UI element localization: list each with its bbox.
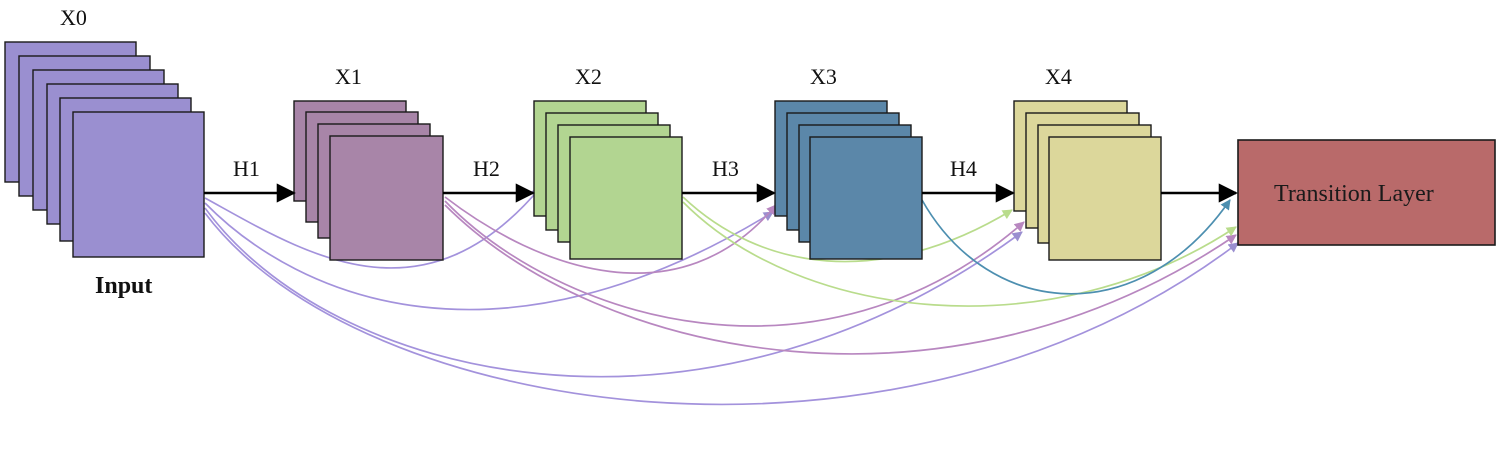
label-x3: X3 [810, 64, 837, 89]
label-h3: H3 [712, 156, 739, 181]
stack-x1 [293, 100, 444, 261]
label-h2: H2 [473, 156, 500, 181]
skip-x0-to-x3 [204, 202, 774, 311]
skip-x0-to-x4 [204, 207, 1023, 378]
skip-x0-to-x2 [204, 187, 541, 269]
stack-x2 [533, 100, 683, 260]
skip-x2-to-x4 [682, 196, 1013, 263]
transition-layer-box [1237, 139, 1496, 246]
label-h1: H1 [233, 156, 260, 181]
transition-layer-label: Transition Layer [1274, 181, 1434, 207]
label-x4: X4 [1045, 64, 1072, 89]
skip-connections [204, 187, 1239, 406]
skip-x2-to-transition [682, 201, 1237, 307]
stack-x4 [1013, 100, 1162, 261]
skip-x0-to-transition [204, 212, 1239, 406]
stack-x3 [774, 100, 923, 260]
skip-x3-to-transition [921, 199, 1231, 295]
label-input: Input [95, 273, 152, 299]
label-x2: X2 [575, 64, 602, 89]
label-x0: X0 [60, 5, 87, 30]
label-x1: X1 [335, 64, 362, 89]
skip-x1-to-transition [444, 204, 1237, 355]
label-h4: H4 [950, 156, 977, 181]
skip-x1-to-x4 [444, 200, 1025, 327]
stack-x0 [4, 41, 205, 258]
